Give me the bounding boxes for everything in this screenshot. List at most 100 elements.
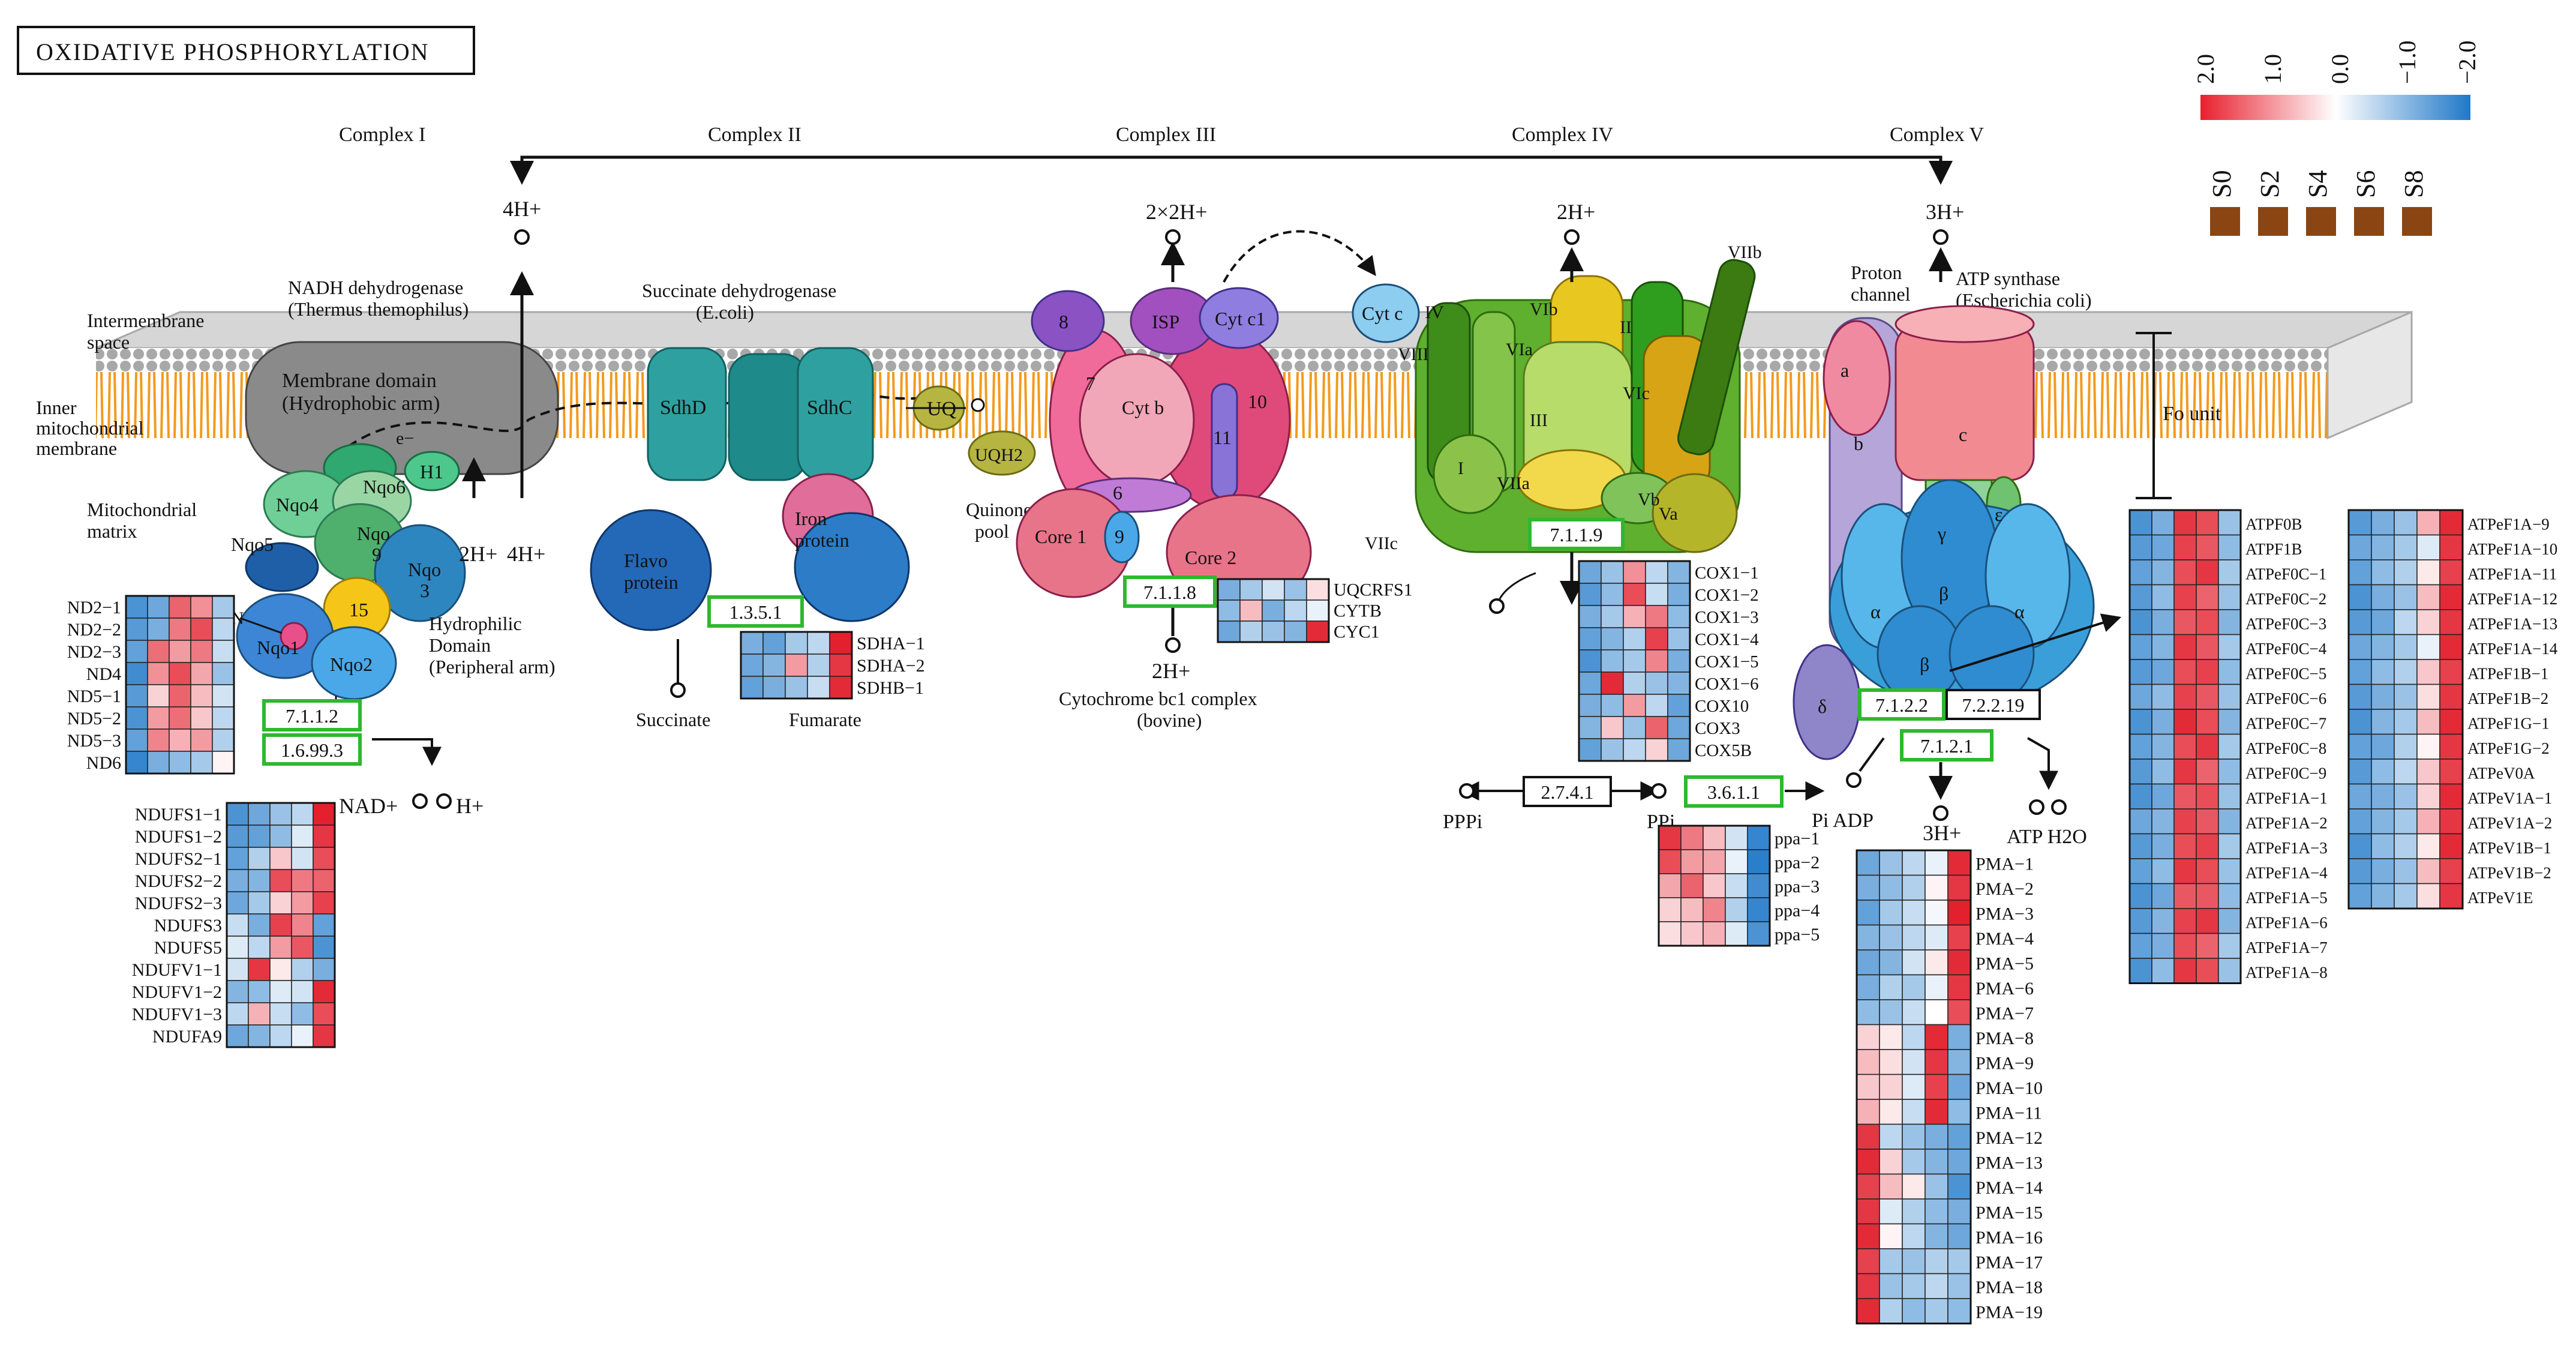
succinate-dh-label: Succinate dehydrogenase(E.coli): [642, 280, 836, 323]
heatmap-cell: [1623, 649, 1646, 673]
c4-proton-top: 2H+: [1557, 200, 1595, 224]
heatmap-cell: [1747, 825, 1770, 850]
subunit-label: VIII: [1398, 344, 1429, 364]
heatmap-cell: [1856, 1024, 1880, 1050]
atp-h2o-label: ATP H2O: [2007, 826, 2087, 848]
heatmap-cell: [1947, 1198, 1971, 1225]
heatmap-frame: [1578, 560, 1691, 762]
heatmap-cell: [291, 825, 314, 848]
heatmap-cell: [169, 640, 191, 663]
heatmap-cell: [2218, 858, 2241, 885]
heatmap-cell: [1623, 583, 1646, 606]
heatmap-cell: [807, 631, 830, 655]
gene-label: COX1−2: [1695, 586, 1759, 605]
subunit-label: I: [1458, 458, 1464, 478]
gene-label: COX1−3: [1695, 608, 1759, 627]
heatmap-cell: [1879, 1273, 1903, 1299]
ec-box[interactable]: [1900, 729, 1993, 762]
gene-label: ND2−3: [67, 642, 121, 662]
heatmap-cell: [2416, 783, 2440, 810]
heatmap-cell: [212, 684, 235, 708]
heatmap-cell: [2416, 883, 2440, 909]
heatmap-cell: [2196, 709, 2219, 735]
ec-number-label: 1.3.5.1: [729, 601, 782, 623]
ec-box[interactable]: [707, 595, 804, 628]
heatmap-cell: [2218, 759, 2241, 785]
heatmap-cell: [2129, 958, 2152, 984]
heatmap-cell: [2218, 808, 2241, 835]
subunit-label: Core 2: [1185, 547, 1236, 568]
heatmap-cell: [2129, 509, 2152, 536]
heatmap-cell: [2218, 933, 2241, 959]
heatmap-cell: [1747, 849, 1770, 874]
heatmap-cell: [2196, 958, 2219, 984]
heatmap-cell: [291, 980, 314, 1003]
heatmap-cell: [269, 825, 292, 848]
heatmap-cell: [1239, 599, 1263, 622]
electron-label: e−: [396, 428, 414, 448]
heatmap-cell: [1879, 850, 1903, 876]
gene-label: ATPeV1B−2: [2467, 864, 2551, 882]
heatmap-cell: [147, 617, 170, 641]
heatmap-cell: [1947, 1074, 1971, 1100]
heatmap-cell: [2151, 808, 2175, 835]
heatmap-cell: [2173, 684, 2197, 710]
heatmap-cell: [169, 684, 191, 708]
heatmap-frame: [2128, 509, 2242, 984]
heatmap-cell: [1902, 1123, 1926, 1150]
gene-label: COX1−1: [1695, 563, 1759, 583]
heatmap-cell: [2218, 659, 2241, 685]
heatmap-cell: [1725, 825, 1748, 850]
heatmap-cell: [2348, 808, 2372, 835]
ec-box[interactable]: [1523, 776, 1612, 807]
ec-box[interactable]: [262, 699, 362, 732]
succinate-label: Succinate: [636, 709, 710, 730]
heatmap-cell: [1667, 716, 1691, 739]
subunit-label: ε: [1995, 503, 2002, 525]
heatmap-cell: [212, 640, 235, 663]
heatmap-cell: [2218, 908, 2241, 934]
heatmap-cell: [169, 706, 191, 730]
heatmap-cell: [1703, 873, 1726, 898]
heatmap-cell: [212, 706, 235, 730]
ec-box[interactable]: [1945, 689, 2041, 720]
heatmap-cell: [125, 640, 148, 663]
heatmap-cell: [1623, 627, 1646, 650]
heatmap-cell: [2416, 833, 2440, 859]
heatmap-cell: [226, 1002, 249, 1026]
heatmap-cell: [2218, 509, 2241, 536]
heatmap-cell: [1925, 900, 1948, 926]
ec-box[interactable]: [1528, 518, 1625, 550]
heatmap-cell: [2394, 609, 2418, 635]
heatmap-cell: [2416, 509, 2440, 536]
heatmap-cell: [2173, 659, 2197, 685]
complex-1: NADH dehydrogenase(Thermus themophilus) …: [231, 197, 936, 818]
gene-label: ATPeF1A−10: [2467, 540, 2557, 558]
ec-box[interactable]: [1123, 575, 1217, 608]
heatmap-cell: [2151, 858, 2175, 885]
heatmap-cell: [1925, 1099, 1948, 1125]
heatmap-cell: [2371, 883, 2395, 909]
ec-box[interactable]: [1684, 775, 1784, 808]
gene-label: UQCRFS1: [1334, 580, 1413, 599]
heatmap-cell: [291, 1024, 314, 1048]
heatmap-cell: [1680, 825, 1704, 850]
ec-box[interactable]: [262, 733, 362, 766]
subunit-label: a: [1841, 359, 1849, 381]
subunit-label: UQ: [927, 398, 956, 420]
heatmap-cell: [147, 706, 170, 730]
heatmap-cell: [1925, 1074, 1948, 1100]
heatmap-cell: [829, 653, 852, 677]
gene-label: ND5−3: [67, 731, 121, 751]
heatmap-cell: [2151, 958, 2175, 984]
heatmap-cell: [2173, 634, 2197, 660]
heatmap-cell: [740, 631, 764, 655]
heatmap-cell: [147, 729, 170, 752]
heatmap-cell: [2151, 933, 2175, 959]
heatmap-cell: [190, 729, 213, 752]
heatmap-cell: [2416, 684, 2440, 710]
ec-box[interactable]: [1858, 688, 1945, 721]
heatmap-cell: [1902, 874, 1926, 901]
